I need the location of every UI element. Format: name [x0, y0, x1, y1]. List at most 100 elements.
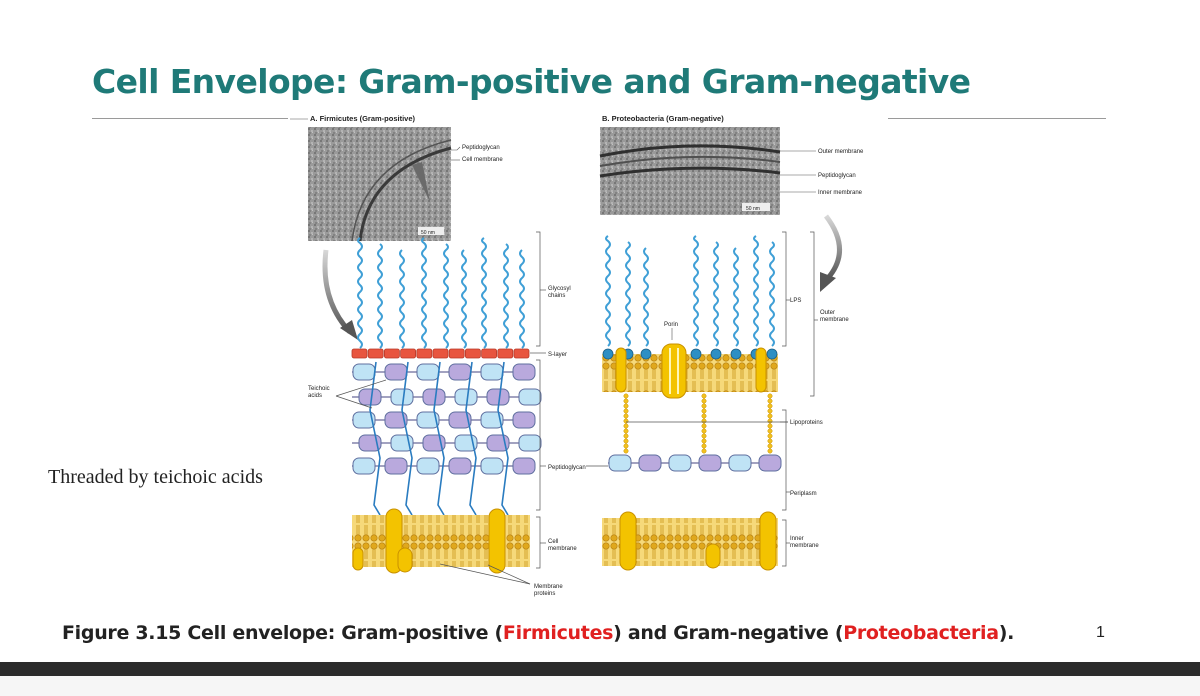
lipoprotein-bead	[701, 393, 707, 399]
peptidoglycan-unit	[480, 363, 504, 381]
peptidoglycan-unit	[390, 388, 414, 406]
lipoprotein-bead	[767, 403, 773, 409]
peptidoglycan-unit	[668, 454, 692, 472]
lipoprotein-bead	[767, 433, 773, 439]
glycosyl-chain	[503, 243, 509, 349]
label-s-layer: S-layer	[548, 352, 567, 358]
lipoprotein-bead	[623, 393, 629, 399]
glycosyl-chain	[399, 249, 405, 349]
teichoic-acid	[433, 361, 445, 516]
lipoprotein-bead	[767, 428, 773, 434]
label-membrane-proteins-1: Membrane	[534, 584, 563, 590]
lps-chain	[753, 235, 759, 347]
lipoprotein-bead	[701, 418, 707, 424]
lipoprotein-bead	[623, 423, 629, 429]
s-layer-unit	[513, 348, 530, 359]
panel-b-inner-membrane-proteins	[619, 511, 777, 571]
side-note: Threaded by teichoic acids	[48, 466, 263, 488]
lipoprotein-bead	[701, 413, 707, 419]
caption-middle: ) and Gram-negative (	[613, 622, 844, 644]
lipoprotein-bead	[767, 398, 773, 404]
panel-b-porin	[615, 343, 767, 399]
panel-a-glycosyl-chains	[357, 237, 525, 349]
lipoprotein-bead	[701, 428, 707, 434]
peptidoglycan-unit	[448, 411, 472, 429]
panel-a-micro-label-2: Cell membrane	[462, 157, 503, 163]
lipoprotein-bead	[767, 408, 773, 414]
label-cell-membrane-1: Cell	[548, 539, 558, 545]
peptidoglycan-unit	[352, 363, 376, 381]
lipoprotein-bead	[623, 398, 629, 404]
lipoprotein-bead	[623, 433, 629, 439]
lipoprotein-bead	[623, 418, 629, 424]
peptidoglycan-unit	[352, 457, 376, 475]
label-outer-membrane-2: membrane	[820, 317, 849, 323]
panel-a-micro-label-1: Peptidoglycan	[462, 145, 500, 151]
lps-chain	[693, 235, 699, 347]
label-outer-membrane-1: Outer	[820, 310, 835, 316]
cell-envelope-diagram: A. Firmicutes (Gram-positive) 50 nm Pept…	[290, 114, 864, 597]
next-page-edge	[0, 676, 1200, 696]
title-rule-right	[888, 118, 1106, 119]
s-layer-unit	[416, 348, 433, 359]
panel-a-micrograph: 50 nm	[308, 127, 452, 242]
panel-b-micro-label-1: Outer membrane	[818, 149, 864, 155]
label-inner-membrane-1: Inner	[790, 536, 804, 542]
panel-b-micro-label-2: Peptidoglycan	[818, 173, 856, 179]
lps-chain	[605, 235, 611, 347]
s-layer-unit	[497, 348, 514, 359]
peptidoglycan-unit	[518, 434, 542, 452]
caption-prefix: Figure 3.15 Cell envelope: Gram-positive…	[62, 622, 503, 644]
glycosyl-chain	[421, 237, 427, 349]
lipoprotein-bead	[767, 418, 773, 424]
lps-chain	[625, 241, 631, 347]
label-glycosyl-2: chains	[548, 293, 565, 299]
slide-title: Cell Envelope: Gram-positive and Gram-ne…	[92, 62, 971, 101]
panel-b-micrograph: 50 nm	[599, 127, 781, 215]
lipoprotein-bead	[701, 408, 707, 414]
lipoprotein-bead	[701, 398, 707, 404]
teichoic-acid	[401, 361, 413, 516]
s-layer-unit	[464, 348, 481, 359]
lipoprotein-bead	[623, 408, 629, 414]
teichoic-acid	[465, 361, 477, 516]
lipoprotein-bead	[623, 403, 629, 409]
lipoprotein-bead	[701, 443, 707, 449]
panel-b-arrow	[823, 214, 842, 280]
lps-head	[766, 348, 778, 360]
glycosyl-chain	[519, 249, 525, 349]
peptidoglycan-unit	[638, 454, 662, 472]
lipoprotein-bead	[767, 413, 773, 419]
label-membrane-proteins-2: proteins	[534, 591, 555, 597]
peptidoglycan-unit	[416, 363, 440, 381]
lipoprotein-bead	[623, 438, 629, 444]
lipoprotein-bead	[701, 423, 707, 429]
panel-a-s-layer	[351, 348, 530, 359]
slide: Cell Envelope: Gram-positive and Gram-ne…	[48, 62, 1106, 644]
glycosyl-chain	[377, 243, 383, 349]
lps-head	[710, 348, 722, 360]
label-porin: Porin	[664, 322, 678, 328]
label-lps: LPS	[790, 298, 801, 304]
peptidoglycan-unit	[422, 388, 446, 406]
lps-chain	[713, 241, 719, 347]
lps-head	[690, 348, 702, 360]
panel-a-scale-bar	[418, 227, 444, 235]
label-lipoproteins: Lipoproteins	[790, 420, 823, 426]
label-glycosyl-1: Glycosyl	[548, 286, 571, 292]
lps-head	[602, 348, 614, 360]
peptidoglycan-unit	[486, 388, 510, 406]
peptidoglycan-unit	[416, 411, 440, 429]
lipoprotein-bead	[701, 433, 707, 439]
peptidoglycan-unit	[608, 454, 632, 472]
lipoprotein-bead	[623, 443, 629, 449]
caption-firmicutes: Firmicutes	[502, 622, 614, 644]
peptidoglycan-unit	[454, 388, 478, 406]
s-layer-unit	[367, 348, 384, 359]
panel-b-scale-bar	[742, 203, 770, 211]
peptidoglycan-unit	[512, 457, 536, 475]
lipoprotein-bead	[623, 448, 629, 454]
lipoprotein-bead	[767, 438, 773, 444]
glycosyl-chain	[443, 243, 449, 349]
peptidoglycan-unit	[512, 411, 536, 429]
